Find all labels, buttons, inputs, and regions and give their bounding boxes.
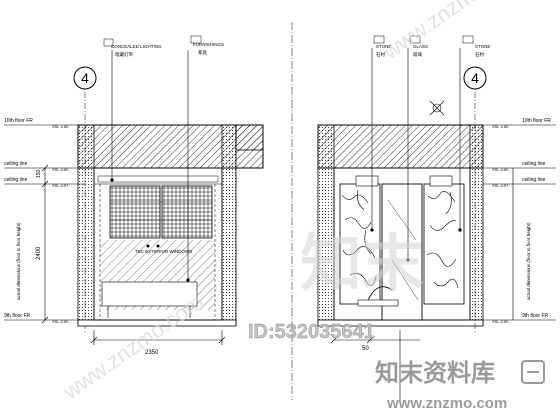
left-level-3-label: ceiling line <box>4 177 28 183</box>
watermark-id: ID:532035641 <box>248 321 375 343</box>
right-callout-stone-2: STONE <box>475 44 490 49</box>
right-elevation: 4 SSL 4.60 10th floor FR SSL 4.50 ceilin… <box>317 35 556 400</box>
right-glass-panel <box>381 183 423 321</box>
right-bottom-dimension <box>330 330 420 400</box>
left-level-lines <box>4 124 85 321</box>
right-level-3-code: SSL 4.07 <box>492 183 509 188</box>
right-callout-leaders <box>370 48 462 262</box>
brand-logo-icon <box>521 360 545 384</box>
left-callout-furnishings-sub: 家具 <box>198 49 207 56</box>
right-grid-number: 4 <box>471 70 479 86</box>
watermark-center-glyph: 知末 <box>300 230 424 299</box>
right-callout-glass: GLASS <box>413 44 428 49</box>
watermark-brand-url: www.znzmo.com <box>386 395 507 412</box>
left-callout-furnishings: FURNISHINGS <box>193 42 224 47</box>
left-dim-2400: 2400 <box>36 246 42 260</box>
left-room-interior <box>93 167 223 321</box>
left-level-1-code: SSL 4.60 <box>52 124 69 129</box>
right-stone-veining-2 <box>426 191 459 289</box>
right-grid-bubble <box>463 66 487 90</box>
right-right-wall <box>469 124 484 326</box>
right-level-3-label: ceiling line <box>522 177 546 183</box>
left-dim-150: 150 <box>36 169 42 178</box>
left-level-1-label: 10th floor FR <box>4 118 33 124</box>
left-level-4-label: 9th floor FR <box>4 313 31 319</box>
left-grid-bubble <box>73 66 97 90</box>
left-callout-lighting: CONCEALED LIGHTING <box>111 44 162 49</box>
left-furniture-bench <box>101 281 198 307</box>
left-right-wall <box>221 124 237 326</box>
left-level-2-label: ceiling line <box>4 161 28 167</box>
left-vertical-note: actual dimensions (floor to floor height… <box>16 222 21 300</box>
right-callout-stone-1-sub: 石材 <box>376 51 385 58</box>
right-level-4-label: 9th floor FR <box>522 313 549 319</box>
right-slab-top <box>317 124 484 169</box>
right-callout-glass-sub: 玻璃 <box>413 51 422 58</box>
right-level-1-code: SSL 4.60 <box>492 124 509 129</box>
watermark-brand-cn: 知末资料库 <box>375 360 495 387</box>
right-callout-stone-2-sub: 石材 <box>475 51 484 58</box>
right-dim-bottom: 50 <box>362 346 369 352</box>
light-fixture-icon <box>429 100 445 116</box>
left-callout-leaders <box>110 50 190 282</box>
right-level-2-code: SSL 4.50 <box>492 167 509 172</box>
left-level-2-code: SSL 4.50 <box>52 167 69 172</box>
right-level-4-code: SSL 0.00 <box>492 319 509 324</box>
left-vertical-dimension <box>41 164 49 324</box>
left-window-panel-2 <box>161 185 213 239</box>
left-fixture-label: TBC EXTERIOR WINDOWS <box>135 249 192 254</box>
right-level-1-label: 10th floor FR <box>522 118 551 124</box>
right-counter <box>357 299 399 307</box>
left-level-3-code: SSL 4.07 <box>52 183 69 188</box>
left-level-4-code: SSL 0.00 <box>52 319 69 324</box>
right-stone-veining-1 <box>341 189 377 286</box>
right-callout-stone-1: STONE <box>376 44 391 49</box>
left-wall <box>77 124 95 326</box>
watermark-diagonal-url-2: www.znzmo.com <box>378 0 528 65</box>
left-window-panel-1 <box>109 185 161 239</box>
left-concealed-lighting <box>97 175 219 183</box>
left-callout-lighting-sub: 暗藏灯带 <box>115 51 133 58</box>
right-level-lines <box>483 124 556 321</box>
left-dim-2350: 2350 <box>145 350 159 356</box>
left-slab-end <box>235 124 264 151</box>
right-vertical-note: actual dimensions (floor to floor height… <box>526 222 531 300</box>
right-level-2-label: ceiling line <box>522 161 546 167</box>
left-elevation: 10th floor FR SSL 4.60 ceiling line SSL … <box>4 35 264 356</box>
right-stone-panel-2 <box>423 183 465 305</box>
left-bottom-dimension <box>90 330 226 345</box>
left-grid-number: 4 <box>81 70 89 86</box>
